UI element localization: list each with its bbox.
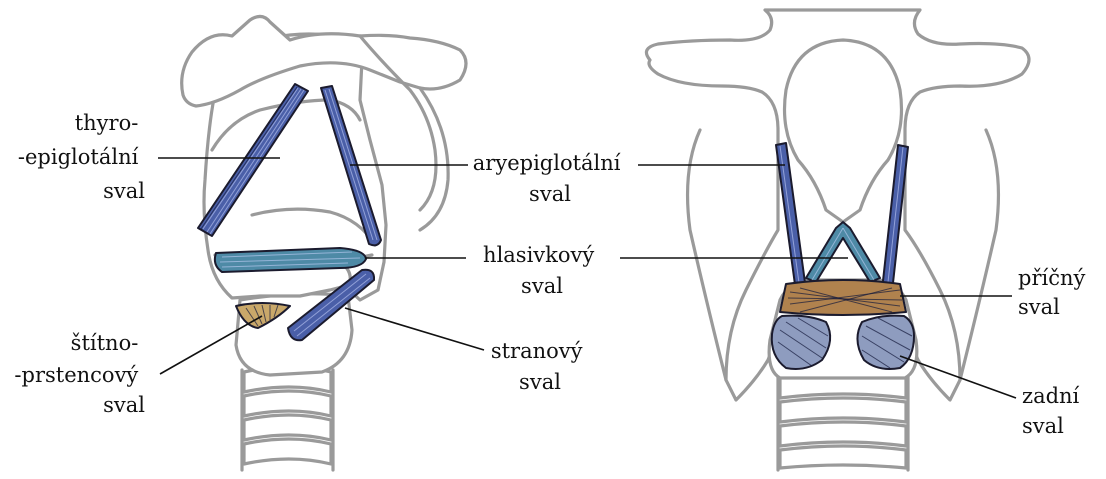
label-thyro-epiglottic: thyro- -epiglotální sval [18, 111, 145, 203]
label-transverse: příčný sval [1018, 266, 1092, 319]
vocalis-muscle [215, 248, 366, 272]
label-lateral-line1: stranový [491, 339, 583, 363]
label-aryepiglottic-line2: sval [529, 182, 571, 206]
posterior-cricoarytenoid-muscle-right [857, 316, 914, 369]
label-cricothyroid: štítno- -prstencový sval [14, 331, 145, 417]
label-vocalis: hlasivkový sval [483, 243, 601, 298]
label-transverse-line2: sval [1018, 295, 1060, 319]
larynx-posterior-view [646, 10, 1029, 470]
leader-lateral [345, 308, 484, 350]
label-posterior-line1: zadní [1022, 384, 1080, 408]
trachea-lateral [242, 367, 333, 470]
larynx-lateral-view [182, 16, 466, 470]
label-posterior: zadní sval [1022, 384, 1086, 438]
label-thyro-epiglottic-line1: thyro- [75, 111, 139, 135]
label-vocalis-line2: sval [521, 274, 563, 298]
trachea-posterior [778, 372, 908, 470]
posterior-cricoarytenoid-muscle-left [772, 316, 830, 369]
label-lateral-line2: sval [519, 370, 561, 394]
label-vocalis-line1: hlasivkový [483, 243, 594, 267]
transverse-arytenoid-muscle [780, 280, 906, 315]
label-aryepiglottic-line1: aryepiglotální [473, 151, 621, 175]
label-aryepiglottic: aryepiglotální sval [473, 151, 627, 206]
label-thyro-epiglottic-line3: sval [103, 179, 145, 203]
label-transverse-line1: příčný [1018, 266, 1085, 290]
label-cricothyroid-line3: sval [103, 393, 145, 417]
label-cricothyroid-line1: štítno- [71, 331, 139, 355]
label-lateral: stranový sval [491, 339, 589, 394]
label-thyro-epiglottic-line2: -epiglotální [18, 145, 139, 169]
label-cricothyroid-line2: -prstencový [14, 363, 138, 387]
label-posterior-line2: sval [1022, 414, 1064, 438]
